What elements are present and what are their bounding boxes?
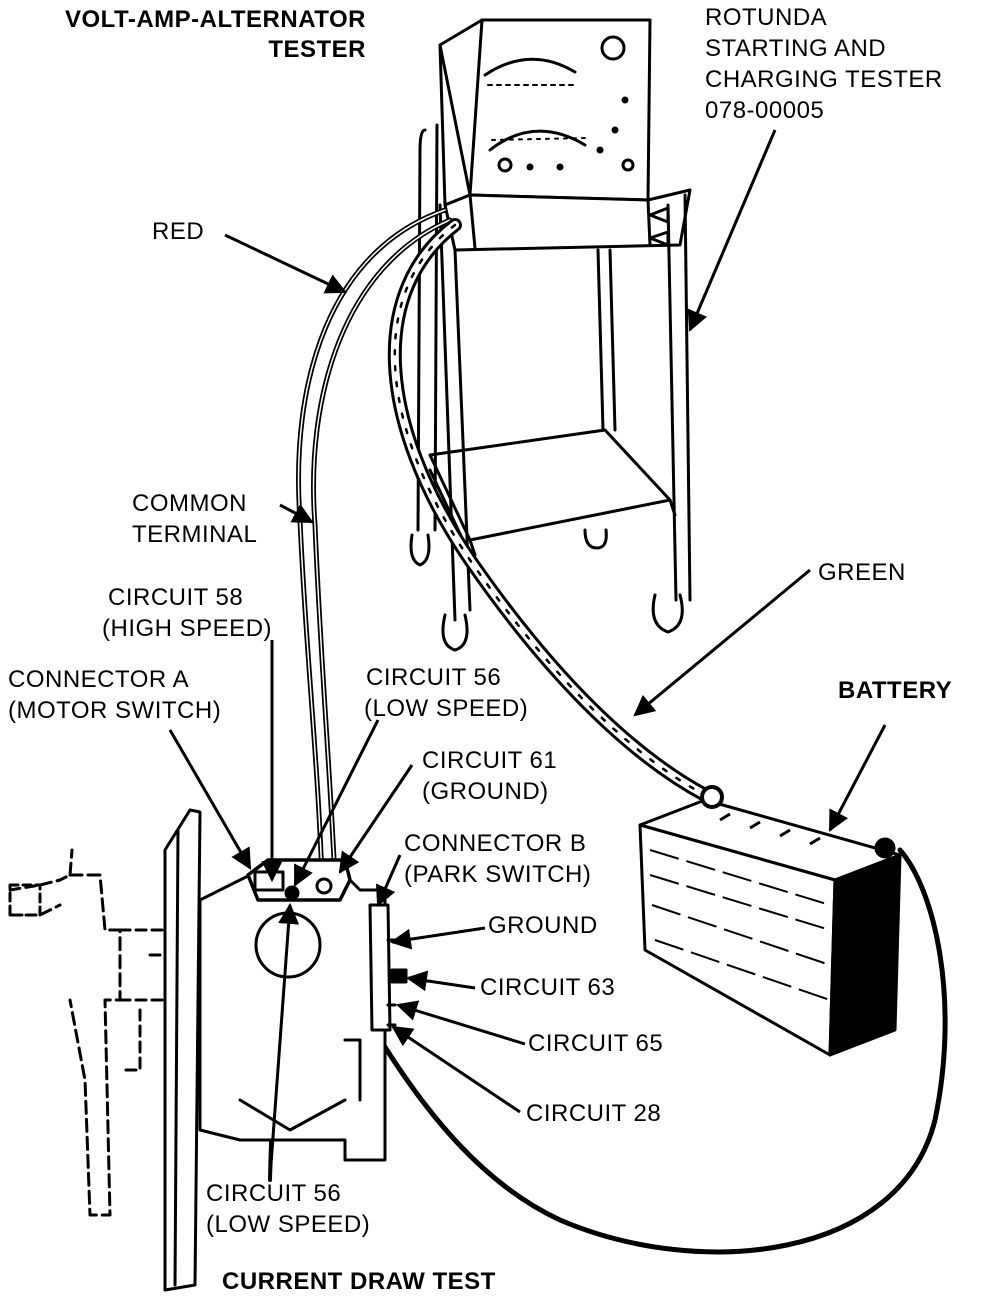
label-circuit28: CIRCUIT 28 xyxy=(526,1100,662,1127)
upper-meter xyxy=(483,57,577,77)
label-circuit56-bottom-line1: CIRCUIT 56 xyxy=(206,1180,342,1207)
cart-wheel xyxy=(651,593,684,634)
arrow-rotunda xyxy=(687,129,777,332)
label-red: RED xyxy=(152,218,205,245)
arrow-circuit63 xyxy=(405,970,476,992)
label-circuit56-top-line2: (LOW SPEED) xyxy=(364,695,529,722)
arrow-circuit65 xyxy=(395,1000,526,1046)
terminal-circuit-63 xyxy=(390,968,408,984)
label-connector-a-line2: (MOTOR SWITCH) xyxy=(8,697,222,724)
label-circuit58-line1: CIRCUIT 58 xyxy=(108,584,244,611)
tester-cart xyxy=(409,18,692,652)
arrow-connector-a xyxy=(168,729,252,870)
arrow-green xyxy=(633,568,811,717)
label-circuit56-bottom-line2: (LOW SPEED) xyxy=(206,1211,371,1238)
label-connector-b-line2: (PARK SWITCH) xyxy=(404,861,592,888)
arrow-circuit56-top xyxy=(293,719,380,887)
wiper-motor xyxy=(8,808,408,1292)
label-circuit56-top-line1: CIRCUIT 56 xyxy=(366,664,502,691)
label-rotunda-line3: CHARGING TESTER xyxy=(705,66,943,93)
tester-knob xyxy=(600,35,626,61)
lower-meter xyxy=(488,129,587,152)
tester-front-panel xyxy=(438,18,652,202)
battery-terminal xyxy=(700,785,724,809)
label-rotunda-line2: STARTING AND xyxy=(705,35,887,62)
label-circuit61-line2: (GROUND) xyxy=(422,778,549,805)
label-ground: GROUND xyxy=(488,912,598,939)
label-circuit65: CIRCUIT 65 xyxy=(528,1030,664,1057)
arrow-ground xyxy=(389,926,486,950)
arrow-circuit56-bottom xyxy=(268,902,300,1179)
battery-side xyxy=(828,853,902,1057)
cart-wheel xyxy=(583,528,608,550)
label-circuit61-line1: CIRCUIT 61 xyxy=(422,747,558,774)
label-circuit58-line2: (HIGH SPEED) xyxy=(102,615,273,642)
battery xyxy=(638,785,902,1057)
label-rotunda-line1: ROTUNDA xyxy=(705,4,828,31)
test-leads xyxy=(268,207,948,1255)
jumper-wire xyxy=(292,847,948,1255)
label-circuit63: CIRCUIT 63 xyxy=(480,974,616,1001)
label-green: GREEN xyxy=(818,559,906,586)
arrow-red xyxy=(224,233,347,294)
label-connector-b-line1: CONNECTOR B xyxy=(404,830,587,857)
terminal-circuit-61 xyxy=(315,877,333,895)
arrow-connector-b xyxy=(376,854,402,907)
label-volt-amp-line2: TESTER xyxy=(268,36,366,63)
arrow-circuit61 xyxy=(338,764,414,874)
label-connector-a-line1: CONNECTOR A xyxy=(8,666,190,693)
arrow-common xyxy=(279,503,314,524)
label-common-line2: TERMINAL xyxy=(132,521,258,548)
label-volt-amp-line1: VOLT-AMP-ALTERNATOR xyxy=(64,6,366,33)
label-battery: BATTERY xyxy=(838,677,953,704)
battery-terminal xyxy=(874,837,896,859)
diagram-caption: CURRENT DRAW TEST xyxy=(222,1268,496,1295)
connector-b xyxy=(368,903,392,1032)
arrow-circuit28 xyxy=(391,1025,521,1114)
arrow-battery xyxy=(828,724,887,832)
leader-arrows xyxy=(168,129,887,1179)
terminal-circuit-58 xyxy=(284,885,300,901)
label-common-line1: COMMON xyxy=(132,490,247,517)
mounting-plate xyxy=(163,808,202,1292)
label-rotunda-line4: 078-00005 xyxy=(705,97,825,124)
cart-wheel xyxy=(441,613,469,652)
cart-wheel xyxy=(409,533,431,567)
